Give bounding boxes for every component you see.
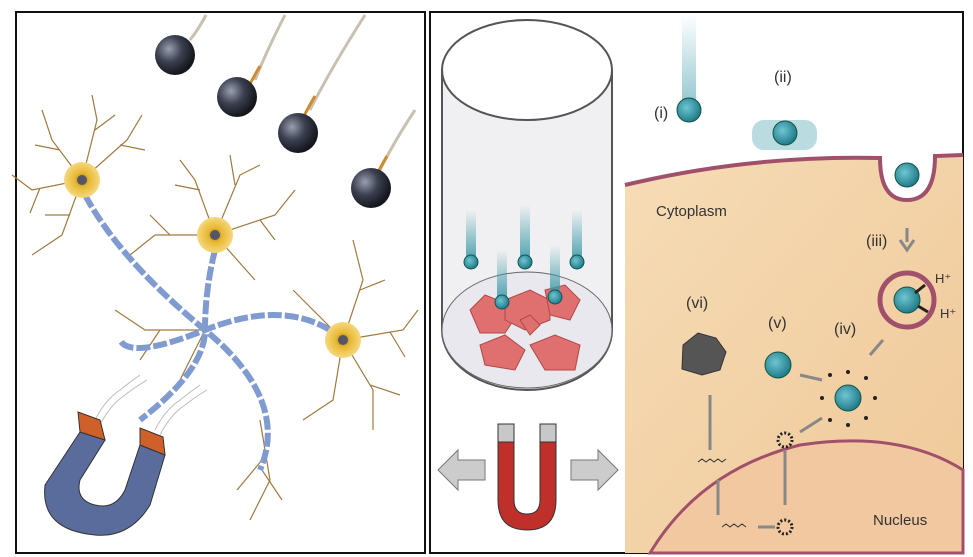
cell [624,14,965,555]
neuron-somas [64,162,361,358]
label-step-i: (i) [654,105,668,122]
falling-nanoparticles [463,205,585,310]
label-nucleus: Nucleus [873,512,927,529]
label-step-vi: (vi) [686,295,708,312]
label-step-v: (v) [768,315,787,332]
label-cytoplasm: Cytoplasm [656,203,727,220]
label-step-ii: (ii) [774,69,792,86]
culture-dish [441,19,613,391]
step-labels: (i) (ii) Cytoplasm (iii) H⁺ H⁺ (vi) (v) … [654,69,956,529]
left-panel-neurons-illustration [11,11,426,554]
dna-nanoparticles [155,14,417,208]
right-panel-uptake-diagram: (i) (ii) Cytoplasm (iii) H⁺ H⁺ (vi) (v) … [429,11,965,555]
horseshoe-magnet-left [44,411,166,536]
label-step-iv: (iv) [834,321,856,338]
label-step-iii: (iii) [866,233,887,250]
oscillating-magnet [437,423,619,531]
degraded-particle [681,332,727,376]
label-proton-2: H⁺ [940,306,956,321]
dendrites [11,94,419,521]
myelinated-axons [82,193,332,472]
nucleus [647,439,965,555]
label-proton-1: H⁺ [935,271,951,286]
